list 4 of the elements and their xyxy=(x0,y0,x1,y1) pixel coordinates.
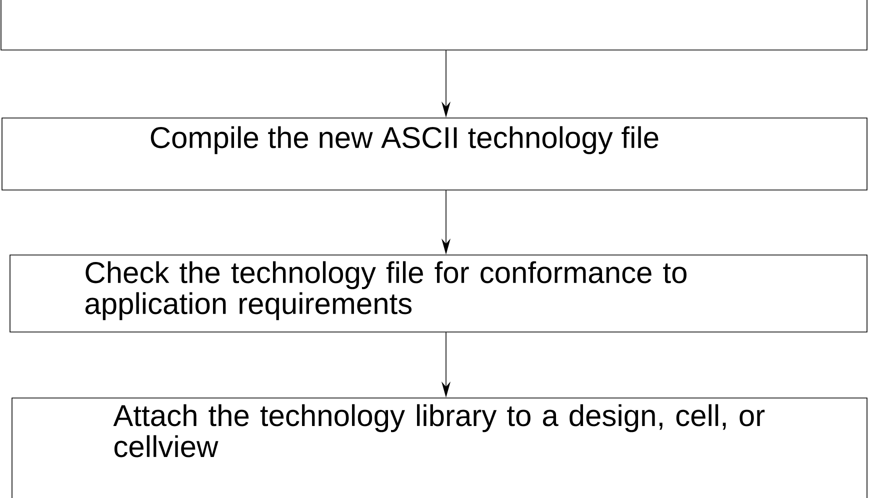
process-box: Compile the new ASCII technology file xyxy=(2,118,868,190)
process-box xyxy=(0,0,868,50)
process-box: Attach the technology library to a design, cell, or cellview xyxy=(12,398,868,498)
process-box: Check the technology file for conformance to application requirements xyxy=(10,254,868,332)
